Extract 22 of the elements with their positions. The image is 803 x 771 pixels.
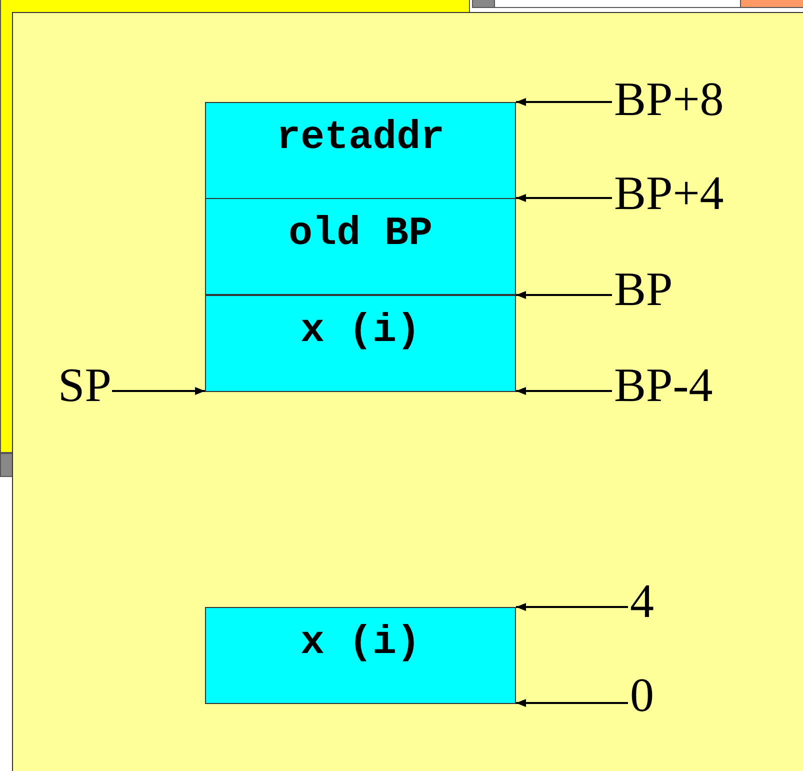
arrow: [516, 699, 628, 707]
arrow: [516, 603, 628, 611]
stack-cell: [205, 295, 516, 392]
address-label: BP+4: [614, 170, 724, 218]
cell-label: retaddr: [276, 117, 445, 161]
arrow: [516, 98, 612, 106]
address-label: SP: [58, 362, 112, 410]
address-label: 4: [630, 578, 654, 626]
cell-label: old BP: [288, 213, 433, 257]
arrow: [112, 387, 205, 395]
cell-label: x (i): [300, 622, 421, 666]
arrow: [516, 387, 612, 395]
address-label: 0: [630, 672, 654, 720]
arrow: [516, 194, 612, 202]
arrow: [516, 291, 612, 299]
address-label: BP+8: [614, 76, 724, 124]
stack-cell: [205, 607, 516, 704]
cell-label: x (i): [300, 310, 421, 354]
address-label: BP-4: [614, 362, 713, 410]
address-label: BP: [614, 266, 673, 314]
stack-cell: [205, 198, 516, 295]
stack-cell: [205, 102, 516, 199]
